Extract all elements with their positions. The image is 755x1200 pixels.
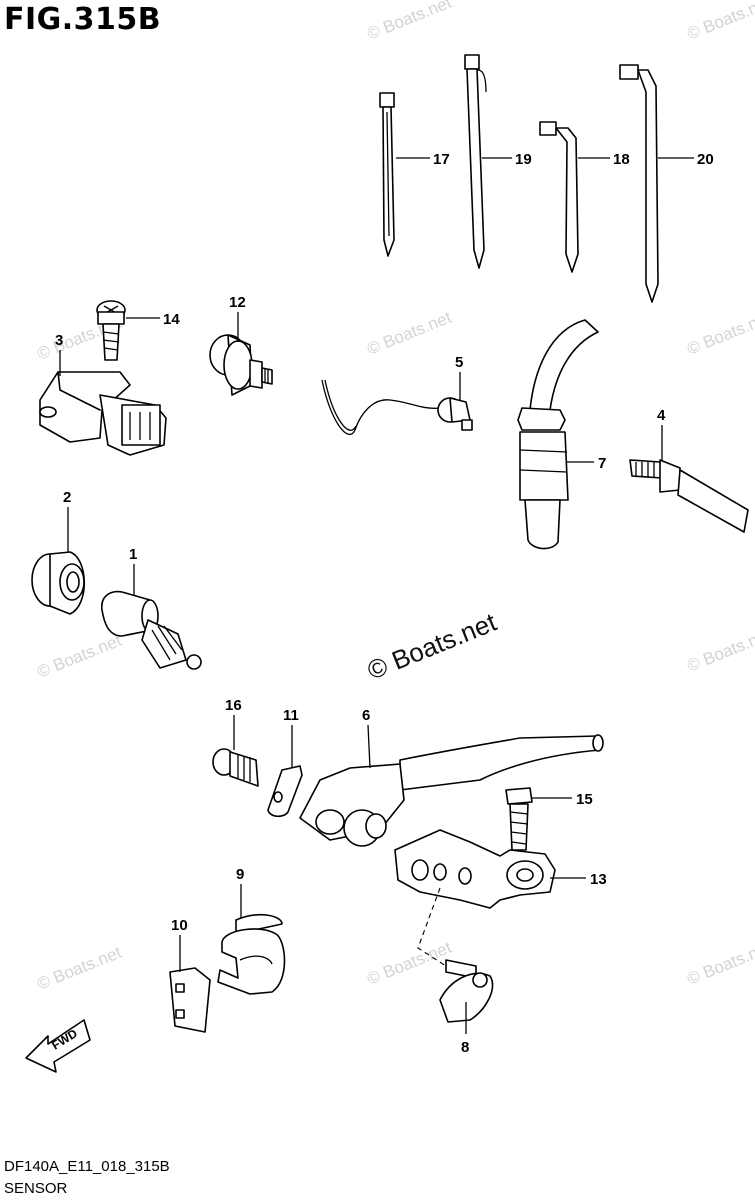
figure-title: FIG.315B: [4, 2, 162, 37]
callout-5: 5: [455, 354, 463, 371]
part-3-map-sensor: [39, 371, 167, 456]
callout-6: 6: [362, 707, 370, 724]
callout-13: 13: [590, 871, 607, 888]
callout-9: 9: [236, 866, 244, 883]
part-17-cable-tie: [379, 92, 395, 257]
callout-19: 19: [515, 151, 532, 168]
watermark-center: © Boats.net: [363, 606, 501, 685]
part-18-cable-tie: [539, 121, 579, 273]
part-2-grommet: [31, 551, 86, 615]
callout-17: 17: [433, 151, 450, 168]
callout-4: 4: [657, 407, 666, 424]
watermark: © Boats.net: [34, 631, 124, 682]
callout-1: 1: [129, 546, 137, 563]
fwd-arrow: FWD: [25, 1019, 91, 1073]
callout-18: 18: [613, 151, 630, 168]
part-5-knock-sensor: [321, 379, 473, 436]
watermark: © Boats.net: [684, 625, 755, 676]
part-6-crank-sensor: [299, 734, 604, 847]
assembly-leader: [417, 887, 447, 967]
part-9-clip: [217, 913, 286, 995]
part-10-clip: [169, 967, 211, 1033]
part-19-cable-tie: [464, 54, 487, 269]
part-8-bracket: [439, 959, 494, 1023]
callout-3: 3: [55, 332, 63, 349]
part-11-clamp: [267, 765, 303, 818]
callout-2: 2: [63, 489, 71, 506]
figure-code: DF140A_E11_018_315B: [4, 1158, 170, 1175]
callout-16: 16: [225, 697, 242, 714]
callout-7: 7: [598, 455, 606, 472]
callouts: 17 19 18 20 14 3 12 5 7: [55, 151, 714, 1056]
watermark: © Boats.net: [684, 938, 755, 989]
watermark: © Boats.net: [34, 943, 124, 994]
part-20-cable-tie: [619, 64, 659, 303]
callout-20: 20: [697, 151, 714, 168]
part-14-screw: [96, 300, 126, 361]
part-4-temp-sensor: [629, 459, 749, 533]
callout-8: 8: [461, 1039, 469, 1056]
callout-14: 14: [163, 311, 180, 328]
part-16-bolt: [212, 748, 259, 787]
callout-15: 15: [576, 791, 593, 808]
part-13-bracket: [394, 829, 556, 909]
watermark: © Boats.net: [364, 308, 454, 359]
callout-11: 11: [283, 707, 299, 724]
watermark: © Boats.net: [684, 308, 755, 359]
part-1-sensor: [101, 590, 202, 670]
part-12-pressure-switch: [209, 334, 273, 396]
watermark: © Boats.net: [684, 0, 755, 44]
callout-12: 12: [229, 294, 246, 311]
figure-caption: SENSOR: [4, 1180, 68, 1197]
part-15-bolt: [505, 787, 533, 851]
part-7-sensor: [517, 319, 599, 550]
callout-10: 10: [171, 917, 188, 934]
watermark: © Boats.net: [364, 0, 454, 44]
